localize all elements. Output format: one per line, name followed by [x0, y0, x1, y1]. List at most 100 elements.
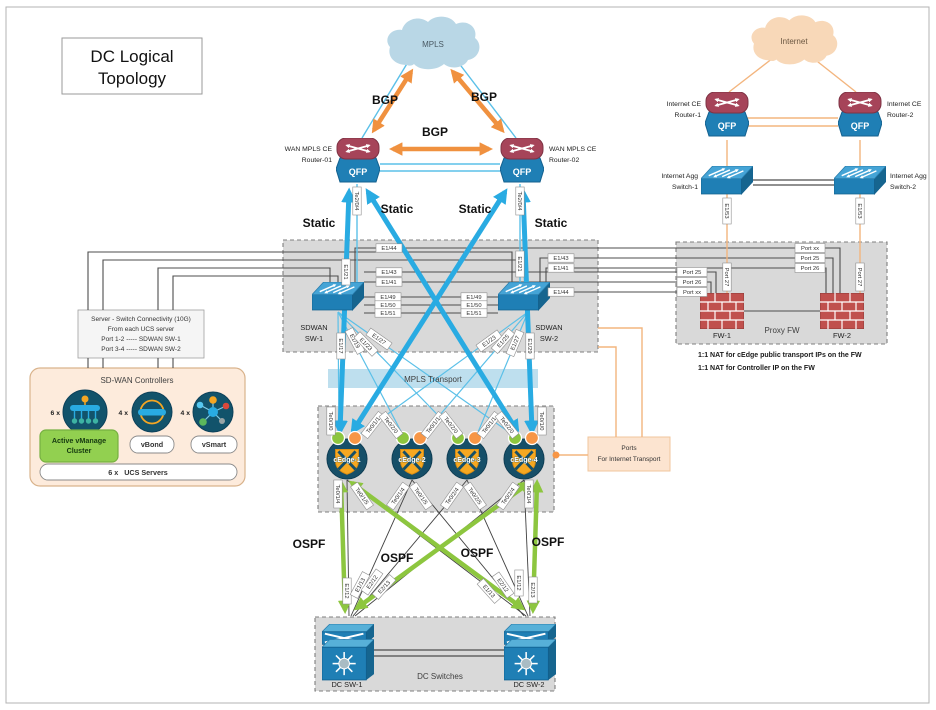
- svg-text:Port 27: Port 27: [723, 268, 729, 287]
- svg-text:E1/44: E1/44: [381, 246, 397, 252]
- bgp-label-right: BGP: [471, 90, 497, 104]
- port-label: E1/27: [505, 328, 525, 358]
- port-label: E1/50: [460, 300, 488, 310]
- port-label: Port 27: [722, 262, 732, 292]
- proxy-fw-caption: Proxy FW: [764, 326, 800, 335]
- port-label: E1/49: [374, 292, 402, 302]
- port-label: E1/12: [342, 577, 352, 605]
- port-label: E1/43: [375, 267, 403, 277]
- svg-text:E1/49: E1/49: [380, 295, 395, 301]
- cedge-4-label: cEdge-4: [510, 457, 537, 464]
- svg-text:Te0/1/4: Te0/1/4: [525, 484, 531, 504]
- sdwan-controllers: SD-WAN Controllers 6 x 4 x 4 x Active vM…: [39, 376, 238, 481]
- nat-note-2: 1:1 NAT for Controller IP on the FW: [698, 365, 815, 372]
- fw1-label: FW-1: [713, 331, 731, 340]
- bgp-links: [371, 68, 505, 156]
- cedge-transport-dots: [330, 430, 540, 446]
- active-vmanage-badge: [39, 429, 119, 463]
- svg-text:E1/51: E1/51: [466, 311, 481, 317]
- svg-text:E1/53: E1/53: [856, 203, 862, 218]
- mpls-cloud-label: MPLS: [422, 40, 444, 49]
- svg-text:E1/27: E1/27: [510, 335, 521, 351]
- svg-text:E1/49: E1/49: [466, 295, 481, 301]
- vbond-badge: [129, 435, 175, 454]
- vmanage-badge-line1: Active vManage: [52, 436, 106, 445]
- svg-text:Te0/1/0: Te0/1/0: [538, 411, 544, 430]
- port-label: Te0/1/4: [524, 479, 534, 509]
- ospf-label-2: OSPF: [381, 551, 414, 565]
- port-label: E1/50: [374, 300, 402, 310]
- internet-router-2-label1: Internet CE: [887, 101, 922, 108]
- svg-text:E1/50: E1/50: [466, 303, 481, 309]
- port-label: E1/21: [515, 250, 525, 278]
- ospf-label-3: OSPF: [461, 546, 494, 560]
- ucs-servers-label: 6 x UCS Servers: [108, 468, 168, 477]
- sdwan-sw2-label2: SW-2: [540, 334, 558, 343]
- port-label: E1/44: [375, 243, 403, 253]
- svg-text:Te0/1/4: Te0/1/4: [334, 484, 340, 504]
- agg-switch-1-label2: Switch-1: [672, 184, 698, 191]
- svg-text:E1/41: E1/41: [553, 266, 568, 272]
- vbond-badge-label: vBond: [141, 440, 163, 449]
- sdwan-sw2-label1: SDWAN: [535, 323, 562, 332]
- svg-text:E1/41: E1/41: [381, 280, 396, 286]
- vsmart-count: 4 x: [181, 410, 191, 417]
- vmanage-icon: [62, 389, 108, 435]
- svg-text:E1/12: E1/12: [343, 583, 349, 598]
- internet-router-2-label2: Router-2: [887, 112, 914, 119]
- port-label: E1/41: [375, 277, 403, 287]
- cedge-1-label: cEdge-1: [333, 457, 360, 464]
- port-label: E1/43: [547, 253, 575, 263]
- static-label-2: Static: [381, 202, 414, 216]
- vbond-icon: [131, 391, 173, 433]
- fw1-icon: [700, 293, 744, 329]
- svg-text:Port 26: Port 26: [801, 266, 820, 272]
- internet-router-1-label2: Router-1: [675, 112, 702, 119]
- port-label: Te2/0/4: [352, 186, 362, 216]
- port-label: E1/17: [336, 332, 346, 360]
- port-label: Port 25: [794, 253, 826, 263]
- bgp-label-mid: BGP: [422, 125, 448, 139]
- dc-sw2-label: DC SW-2: [513, 680, 544, 689]
- diagram-title: DC Logical Topology: [61, 37, 203, 95]
- svg-text:Port 25: Port 25: [801, 256, 820, 262]
- dc-interlink-lines: [372, 179, 834, 657]
- port-labels: E1/44 E1/43 E1/41 E1/43 E1/41 E1/44 E1/4…: [326, 186, 865, 605]
- svg-text:Te0/1/0: Te0/1/0: [327, 411, 333, 430]
- port-label: E1/53: [722, 197, 732, 225]
- port-label: Te2/0/4: [515, 186, 525, 216]
- fw2-label: FW-2: [833, 331, 851, 340]
- port-label: E1/53: [855, 197, 865, 225]
- mpls-transport-label: MPLS Transport: [404, 375, 463, 384]
- sdwan-sw1-icon: [312, 282, 364, 310]
- internet-ports-line1: Ports: [621, 445, 637, 452]
- port-label: Te0/1/0: [326, 406, 336, 436]
- internet-agg-switch-2-icon: [834, 166, 886, 194]
- port-label: E1/51: [460, 308, 488, 318]
- wan-router-1-label2: Router-01: [302, 157, 332, 164]
- vbond-count: 4 x: [119, 410, 129, 417]
- port-label: Port 27: [855, 262, 865, 292]
- svg-text:E1/29: E1/29: [526, 338, 532, 353]
- internet-ports-line2: For Internet Transport: [598, 456, 661, 463]
- wan-router-1-label1: WAN MPLS CE: [285, 146, 333, 153]
- port-label: E2/13: [528, 576, 538, 604]
- vsmart-badge-label: vSmart: [202, 440, 227, 449]
- internet-router-1-label1: Internet CE: [667, 101, 702, 108]
- svg-text:Port xx: Port xx: [801, 246, 819, 252]
- server-note-1: Server - Switch Connectivity (10G): [91, 316, 191, 323]
- agg-switch-2-label1: Internet Agg: [890, 173, 927, 180]
- nat-note-1: 1:1 NAT for cEdge public transport IPs o…: [698, 352, 862, 359]
- dc-sw1-label: DC SW-1: [331, 680, 362, 689]
- port-label: Te0/1/0: [537, 406, 547, 436]
- svg-text:E1/53: E1/53: [723, 203, 729, 218]
- vsmart-badge: [190, 435, 238, 454]
- cedge-internet-port-dot: [552, 451, 560, 459]
- cedge-2-label: cEdge-2: [398, 457, 425, 464]
- svg-text:Te2/0/4: Te2/0/4: [516, 191, 522, 211]
- svg-text:E1/17: E1/17: [337, 338, 343, 353]
- port-label: Port 25: [676, 267, 708, 277]
- vmanage-count: 6 x: [51, 410, 61, 417]
- port-label: Port xx: [794, 243, 826, 253]
